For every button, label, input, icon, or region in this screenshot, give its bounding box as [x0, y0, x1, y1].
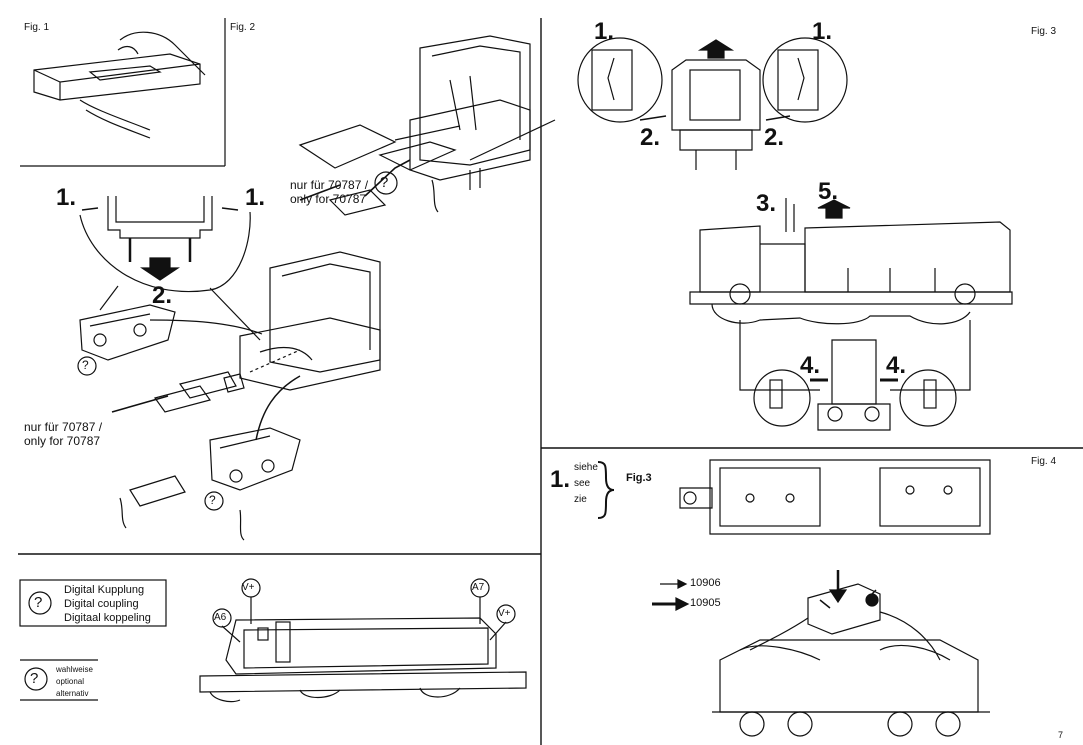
fig3-top-right-step2: 2. [764, 124, 785, 151]
fig3-step4-left: 4. [800, 352, 821, 379]
optional-icon: ? [209, 493, 216, 507]
refer-word: siehe [574, 462, 598, 473]
fig2-coupler-frame-bottom [119, 375, 301, 541]
fig1-label: Fig. 1 [24, 22, 50, 33]
legend-line: Digital coupling [64, 598, 139, 610]
fig2-step2: 2. [152, 282, 173, 309]
optional-icon: ? [380, 174, 389, 191]
note-line-2: only for 70787 [290, 192, 367, 206]
page-number: 7 [1058, 730, 1064, 740]
fig3-step5: 5. [818, 178, 839, 205]
legend-line: wahlweise [56, 665, 93, 674]
legend-line: Digital Kupplung [64, 584, 145, 596]
board-label-v-plus-left: V+ [242, 582, 255, 593]
fig3-top-left-step1: 1. [594, 18, 615, 45]
fig4-label: Fig. 4 [1031, 456, 1057, 467]
legend-line: optional [56, 677, 85, 686]
board-label-v-plus-right: V+ [498, 608, 511, 619]
legend-optional: wahlweise optional alternativ [56, 664, 93, 700]
note-line-1: nur für 70787 / [290, 178, 369, 192]
fig2-note-bottom: nur für 70787 / only for 70787 [24, 420, 102, 448]
fig2-loco-upper [298, 35, 556, 216]
optional-icon: ? [82, 358, 89, 372]
refer-word: zie [574, 494, 587, 505]
fig3-top-views [577, 37, 848, 170]
fig4-top-frame [679, 459, 991, 535]
fig3-bottom-coupler [753, 339, 957, 431]
decoder-board-drawing [199, 578, 527, 703]
fig2-note-top: nur für 70787 / only for 70787 [290, 178, 368, 206]
fig2-step1-right: 1. [245, 184, 266, 211]
fig2-loco-middle [79, 251, 381, 413]
fig2-coupler-detail [79, 196, 261, 341]
legend-digital: Digital Kupplung Digital coupling Digita… [64, 583, 151, 625]
arrow-label-10906: 10906 [690, 577, 721, 589]
fig2-label: Fig. 2 [230, 22, 256, 33]
fig3-top-right-step1: 1. [812, 18, 833, 45]
legend-line: Digitaal koppeling [64, 612, 151, 624]
refer-word: see [574, 478, 591, 489]
fig4-lower-loco [712, 570, 990, 737]
fig3-step3: 3. [756, 190, 777, 217]
fig1-drawing [33, 31, 206, 139]
fig3-label: Fig. 3 [1031, 26, 1057, 37]
optional-legend-icon: ? [30, 670, 39, 687]
fig4-refer-words: siehe see zie [574, 460, 598, 508]
fig4-step1: 1. [550, 466, 571, 493]
digital-coupling-icon: ? [34, 594, 43, 611]
fig3-top-left-step2: 2. [640, 124, 661, 151]
note-line-2: only for 70787 [24, 434, 101, 448]
note-line-1: nur für 70787 / [24, 420, 103, 434]
board-label-a7: A7 [472, 582, 485, 593]
fig3-step4-right: 4. [886, 352, 907, 379]
fig4-refer-target: Fig.3 [626, 472, 652, 484]
legend-line: alternativ [56, 689, 89, 698]
fig2-step1-left: 1. [56, 184, 77, 211]
fig3-side-loco [689, 198, 1013, 391]
board-label-a6: A6 [214, 612, 227, 623]
arrow-label-10905: 10905 [690, 597, 721, 609]
